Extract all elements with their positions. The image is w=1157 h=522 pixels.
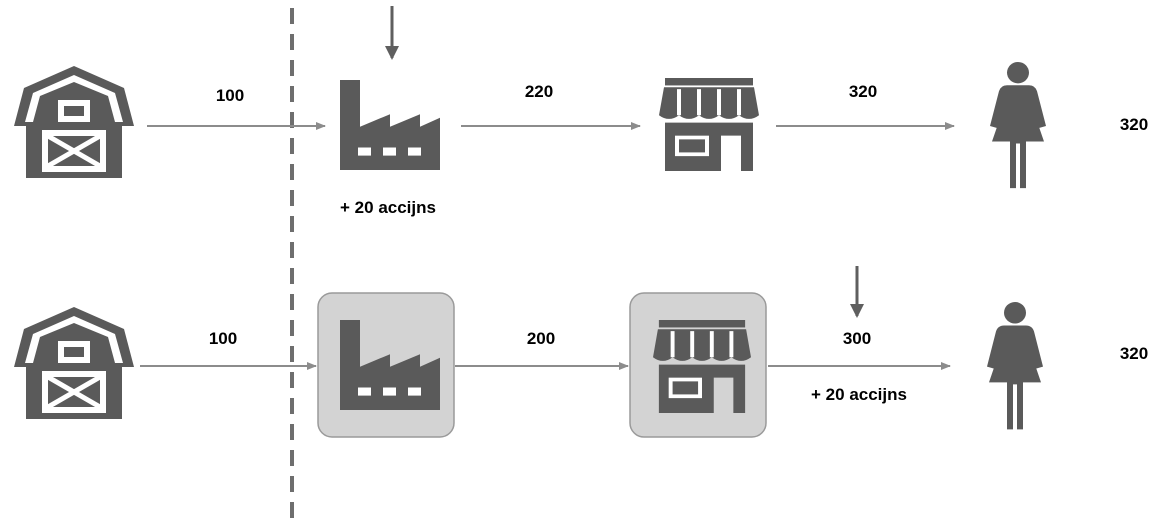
excise-note: + 20 accijns — [811, 385, 907, 404]
link-value: 100 — [209, 329, 237, 348]
barn-icon — [14, 66, 134, 178]
link-value: 200 — [527, 329, 555, 348]
link-value: 220 — [525, 82, 553, 101]
row-bottom: 100 200 300 + 20 accijns 320 — [14, 266, 1148, 438]
excise-note: + 20 accijns — [340, 198, 436, 217]
barn-icon — [14, 307, 134, 419]
factory-icon — [340, 80, 440, 170]
link-value: 100 — [216, 86, 244, 105]
woman-icon — [990, 62, 1046, 189]
link-value: 320 — [849, 82, 877, 101]
link-value: 300 — [843, 329, 871, 348]
shop-icon — [651, 318, 753, 415]
shop-icon — [657, 76, 761, 173]
consumer-price: 320 — [1120, 344, 1148, 363]
consumer-price: 320 — [1120, 115, 1148, 134]
row-top: 100 220 320 + 20 accijns 320 — [14, 6, 1148, 217]
woman-icon — [987, 302, 1043, 430]
